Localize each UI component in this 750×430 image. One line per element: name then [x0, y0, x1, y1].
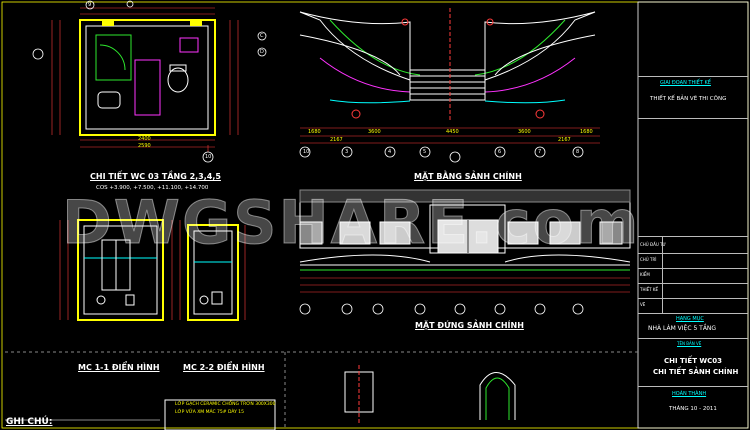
lobby-elevation — [299, 189, 631, 271]
tb-divider — [638, 253, 748, 254]
elevation-grid-bubbles — [299, 303, 584, 315]
bottom-details — [5, 351, 638, 430]
wc-grid-9: 9 — [88, 2, 92, 8]
wc-detail-title: CHI TIẾT WC 03 TẦNG 2,3,4,5 — [90, 172, 221, 181]
notes-title: GHI CHÚ: — [6, 417, 53, 427]
grid-label-3: 3 — [345, 149, 349, 155]
tb-phase-value: THIẾT KẾ BẢN VẼ THI CÔNG — [650, 96, 727, 102]
grid-label-5: 5 — [423, 149, 427, 155]
section-2-title: MC 2-2 ĐIỂN HÌNH — [183, 363, 265, 372]
wc-grid-10: 10 — [205, 154, 212, 160]
dim-plan-6: 2167 — [558, 137, 571, 143]
lobby-plan — [299, 8, 596, 120]
watermark: DWGSHARE.com — [61, 188, 641, 259]
elevation-dimensions — [300, 277, 630, 293]
note-line-1: LỚP GẠCH CERAMIC CHỐNG TRƠN 300X300 — [175, 402, 276, 407]
note-line-2: LỚP VỮA XM MÁC 75# DÀY 15 — [175, 410, 245, 415]
tb-row-owner: CHỦ ĐẦU TƯ — [640, 242, 666, 247]
tb-divider — [638, 268, 748, 269]
tb-drawing-name-label: TÊN BẢN VẼ — [677, 341, 702, 346]
tb-divider — [638, 76, 748, 77]
tb-row-check: KIỂM — [640, 272, 650, 277]
dim-plan-3: 3600 — [368, 129, 381, 135]
lobby-plan-title: MẶT BẰNG SẢNH CHÍNH — [414, 172, 522, 181]
tb-divider — [638, 386, 748, 387]
dim-wc-total: 2590 — [138, 143, 151, 149]
lobby-plan-dimensions — [300, 127, 600, 144]
wc-plan — [79, 19, 216, 136]
tb-divider — [638, 298, 748, 299]
grid-label-8: 8 — [576, 149, 580, 155]
section-dimensions — [59, 220, 246, 320]
tb-divider — [638, 283, 748, 284]
tb-drawing-name-1: CHI TIẾT WC03 — [664, 357, 723, 365]
tb-col — [662, 236, 663, 313]
grid-label-4: 4 — [388, 149, 392, 155]
dim-plan-7: 1680 — [580, 129, 593, 135]
wc-grid-bubbles — [32, 0, 267, 163]
tb-divider — [638, 338, 748, 339]
tb-row-design: THIẾT KẾ — [640, 287, 659, 292]
grid-label-10: 10 — [303, 149, 310, 155]
lobby-elevation-title: MẶT ĐỨNG SẢNH CHÍNH — [415, 321, 524, 330]
lobby-plan-grid-bubbles — [299, 146, 584, 163]
section-2-2 — [187, 224, 239, 321]
tb-phase-label: GIAI ĐOẠN THIẾT KẾ — [660, 80, 711, 86]
wc-grid-d: D — [260, 49, 264, 55]
dim-plan-4: 4450 — [446, 129, 459, 135]
tb-row-draw: VẼ — [640, 302, 646, 307]
dim-plan-2: 2167 — [330, 137, 343, 143]
tb-divider — [638, 236, 748, 237]
section-1-title: MC 1-1 ĐIỂN HÌNH — [78, 363, 160, 372]
section-1-1 — [77, 219, 164, 321]
dim-wc-width: 2400 — [138, 136, 151, 142]
wc-dimensions — [51, 7, 239, 152]
wc-grid-c: C — [260, 33, 264, 39]
tb-divider — [638, 313, 748, 314]
title-block-frame — [637, 1, 749, 429]
tb-completion-label: HOÀN THÀNH — [672, 391, 707, 397]
tb-divider — [638, 118, 748, 119]
tb-category-label: HẠNG MỤC — [676, 316, 704, 322]
tb-completion-date: THÁNG 10 - 2011 — [669, 406, 717, 412]
grid-label-6: 6 — [498, 149, 502, 155]
tb-category-value: NHÀ LÀM VIỆC 5 TẦNG — [648, 325, 717, 332]
dim-plan-5: 3600 — [518, 129, 531, 135]
grid-label-7: 7 — [538, 149, 542, 155]
dim-plan-1: 1680 — [308, 129, 321, 135]
tb-row-lead: CHỦ TRÌ — [640, 257, 657, 262]
tb-drawing-name-2: CHI TIẾT SẢNH CHÍNH — [653, 368, 739, 376]
wc-detail-levels: COS +3.900, +7.500, +11.100, +14.700 — [96, 185, 209, 191]
